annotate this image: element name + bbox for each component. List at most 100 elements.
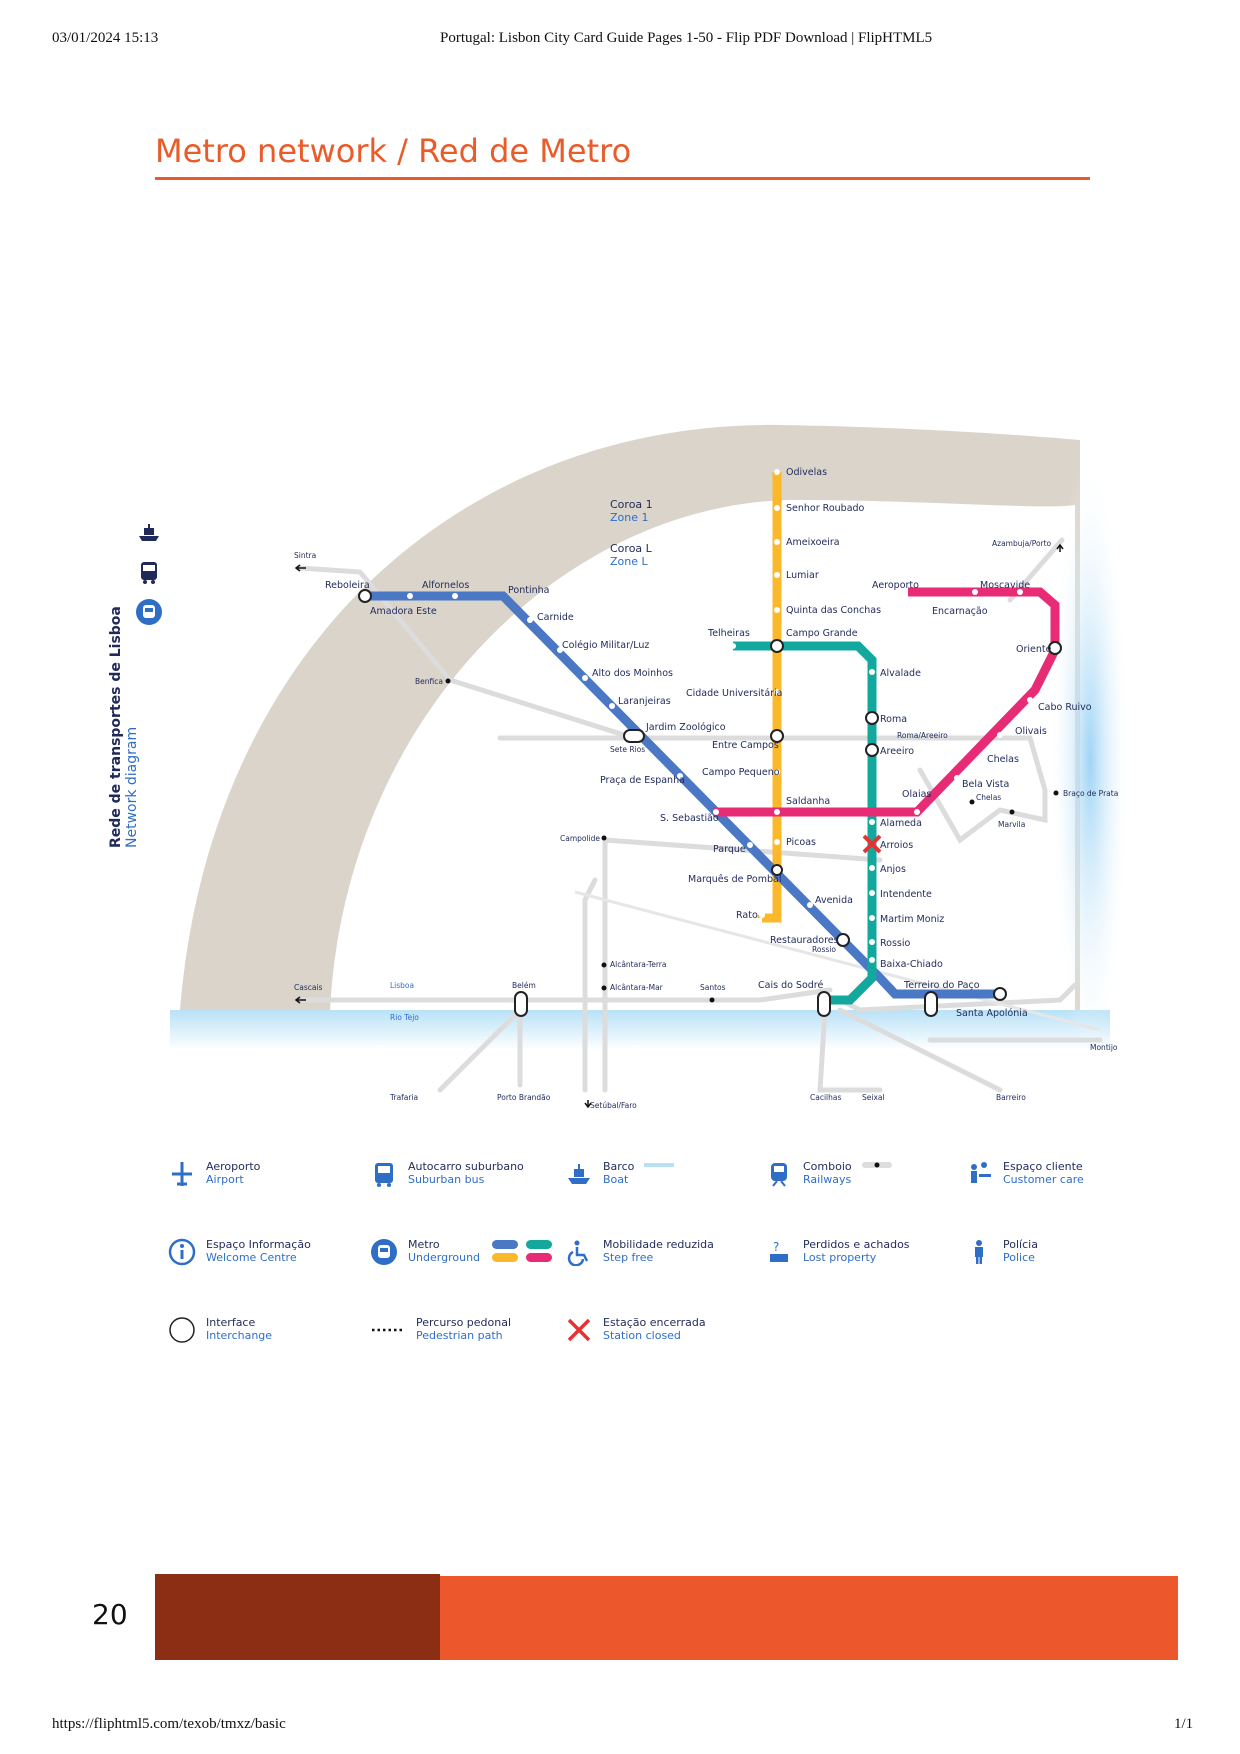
rail-label: Santos bbox=[700, 983, 726, 992]
legend-label-en: Airport bbox=[206, 1173, 244, 1186]
legend-label: Autocarro suburbano bbox=[408, 1160, 524, 1173]
rail-label: Sete Rios bbox=[610, 745, 645, 754]
rail-label: Braço de Prata bbox=[1063, 789, 1118, 798]
page-number: 20 bbox=[92, 1598, 128, 1631]
station-label: Pontinha bbox=[508, 585, 549, 596]
interchange-areeiro bbox=[865, 743, 879, 757]
station-label: Saldanha bbox=[786, 796, 830, 807]
station-label: Senhor Roubado bbox=[786, 503, 865, 514]
station-label: Aeroporto bbox=[872, 580, 919, 591]
station-label: Cais do Sodré bbox=[758, 980, 823, 991]
station-label: Alameda bbox=[880, 818, 922, 829]
station-label: Quinta das Conchas bbox=[786, 605, 881, 616]
rail-stop-dots bbox=[445, 678, 1059, 1003]
station-label: Carnide bbox=[537, 612, 574, 623]
station-label: Odivelas bbox=[786, 467, 827, 478]
station-label: Baixa-Chiado bbox=[880, 959, 943, 970]
svg-text:?: ? bbox=[773, 1240, 779, 1254]
zone-1-label-en: Zone 1 bbox=[610, 511, 649, 524]
station-dots bbox=[407, 469, 1033, 963]
station-label: Cidade Universitária bbox=[686, 688, 783, 699]
station-label: Picoas bbox=[786, 837, 816, 848]
station-label: Martim Moniz bbox=[880, 914, 944, 925]
rail-label: Cascais bbox=[294, 983, 323, 992]
rail-label: Marvila bbox=[998, 820, 1025, 829]
station-label: Rossio bbox=[880, 938, 911, 949]
station-label: S. Sebastião bbox=[660, 813, 719, 824]
plane-icon bbox=[172, 1162, 192, 1186]
rail-label: Benfica bbox=[415, 677, 443, 686]
station-label: Praça de Espanha bbox=[600, 775, 685, 786]
rail-label: Porto Brandão bbox=[497, 1093, 551, 1102]
station-label: Bela Vista bbox=[962, 779, 1009, 790]
interchange-entre-campos bbox=[770, 729, 784, 743]
legend-label-en: Interchange bbox=[206, 1329, 273, 1342]
interchange-marques-pombal bbox=[771, 864, 783, 876]
rail-label: Sintra bbox=[294, 551, 316, 560]
legend-label-en: Step free bbox=[603, 1251, 654, 1264]
rail-label: Chelas bbox=[976, 793, 1001, 802]
rail-label: Alcântara-Terra bbox=[610, 960, 666, 969]
title-rule bbox=[155, 177, 1090, 180]
rail-label: Rio Tejo bbox=[390, 1013, 419, 1022]
boat-route-swatch bbox=[644, 1163, 675, 1167]
station-label: Santa Apolónia bbox=[956, 1008, 1028, 1019]
station-label: Cabo Ruivo bbox=[1038, 702, 1092, 713]
legend-label-en: Railways bbox=[803, 1173, 852, 1186]
station-label: Campo Grande bbox=[786, 628, 858, 639]
rail-label: Alcântara-Mar bbox=[610, 983, 664, 992]
zone-l-area bbox=[330, 500, 1075, 1010]
legend-label-en: Lost property bbox=[803, 1251, 877, 1264]
pdf-doc-title: Portugal: Lisbon City Card Guide Pages 1… bbox=[440, 30, 933, 46]
station-label: Amadora Este bbox=[370, 606, 437, 617]
page-title: Metro network / Red de Metro bbox=[155, 132, 632, 170]
rail-label: Trafaria bbox=[389, 1093, 418, 1102]
station-label: Alvalade bbox=[880, 668, 921, 679]
pdf-url[interactable]: https://fliphtml5.com/texob/tmxz/basic bbox=[52, 1716, 286, 1732]
station-label: Olivais bbox=[1015, 726, 1047, 737]
legend-label-en: Police bbox=[1003, 1251, 1035, 1264]
legend-label: Espaço cliente bbox=[1003, 1160, 1083, 1173]
rail-network-light bbox=[574, 890, 1101, 1032]
rail-label: Barreiro bbox=[996, 1093, 1026, 1102]
metro-line-swatches bbox=[492, 1240, 553, 1262]
interchange-cais-sodre bbox=[817, 991, 831, 1017]
station-label: Alto dos Moinhos bbox=[592, 668, 673, 679]
police-icon bbox=[975, 1240, 983, 1264]
legend-label: Comboio bbox=[803, 1160, 852, 1173]
legend-label: Polícia bbox=[1003, 1238, 1038, 1251]
station-label: Moscavide bbox=[980, 580, 1030, 591]
legend-label-en: Suburban bus bbox=[408, 1173, 485, 1186]
station-label: Rato bbox=[736, 910, 758, 921]
interchange-icon bbox=[169, 1317, 195, 1343]
river-tejo bbox=[170, 1010, 1110, 1050]
legend-label-en: Welcome Centre bbox=[206, 1251, 297, 1264]
legend-label: Interface bbox=[206, 1316, 256, 1329]
side-title-en: Network diagram bbox=[124, 726, 140, 848]
side-title-pt: Rede de transportes de Lisboa bbox=[108, 606, 124, 848]
station-label: Parque bbox=[713, 844, 746, 855]
interchange-markers bbox=[358, 589, 1062, 1017]
info-icon bbox=[168, 1238, 196, 1266]
station-label: Anjos bbox=[880, 864, 906, 875]
bus-icon bbox=[141, 562, 157, 584]
station-label: Laranjeiras bbox=[618, 696, 671, 707]
legend-label: Barco bbox=[603, 1160, 635, 1173]
lost-property-icon: ? bbox=[770, 1240, 788, 1262]
legend-label-en: Station closed bbox=[603, 1329, 681, 1342]
yellow-line bbox=[762, 472, 782, 923]
station-label: Jardim Zoológico bbox=[645, 722, 726, 733]
legend-label-en: Boat bbox=[603, 1173, 629, 1186]
rail-label: Belém bbox=[512, 981, 536, 990]
side-icon-stack bbox=[135, 518, 167, 638]
boat-icon bbox=[568, 1164, 590, 1184]
interchange-oriente bbox=[1048, 641, 1062, 655]
legend-label: Perdidos e achados bbox=[803, 1238, 910, 1251]
